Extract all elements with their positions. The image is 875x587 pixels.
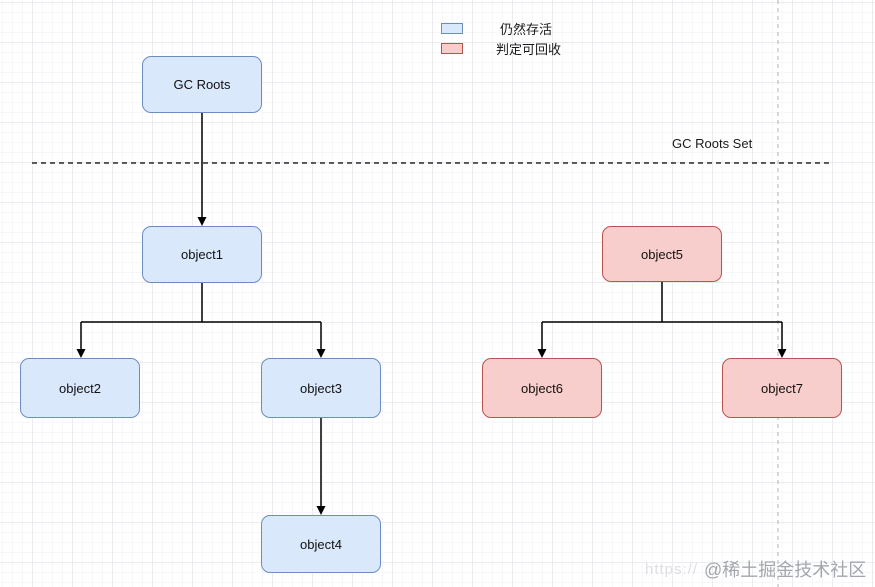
gc-roots-set-label: GC Roots Set — [672, 136, 753, 151]
watermark-community-text: @稀土掘金技术社区 — [704, 560, 867, 580]
node-object5: object5 — [602, 226, 722, 282]
node-object5-label: object5 — [641, 246, 683, 262]
node-object4: object4 — [261, 515, 381, 573]
node-object6: object6 — [482, 358, 602, 418]
node-object1: object1 — [142, 226, 262, 283]
edge-object1-children — [76, 283, 326, 358]
node-object7-label: object7 — [761, 380, 803, 396]
node-object3-label: object3 — [300, 380, 342, 396]
node-object7: object7 — [722, 358, 842, 418]
node-gc-roots: GC Roots — [142, 56, 262, 113]
node-gc-roots-label: GC Roots — [173, 77, 231, 92]
edge-object3-object4 — [316, 418, 326, 515]
edge-object5-children — [537, 282, 787, 358]
legend-swatch-recyclable — [441, 43, 463, 54]
node-object3: object3 — [261, 358, 381, 418]
legend-label-alive: 仍然存活 — [500, 22, 553, 37]
node-object1-label: object1 — [181, 247, 223, 262]
edge-gcroots-object1 — [197, 113, 207, 226]
node-object4-label: object4 — [300, 536, 342, 552]
node-object2-label: object2 — [59, 380, 101, 396]
node-object6-label: object6 — [521, 380, 563, 396]
watermark-url-fragment: https:// — [645, 561, 699, 578]
legend-swatch-alive — [441, 23, 463, 34]
node-object2: object2 — [20, 358, 140, 418]
legend-label-recyclable: 判定可回收 — [496, 42, 562, 57]
